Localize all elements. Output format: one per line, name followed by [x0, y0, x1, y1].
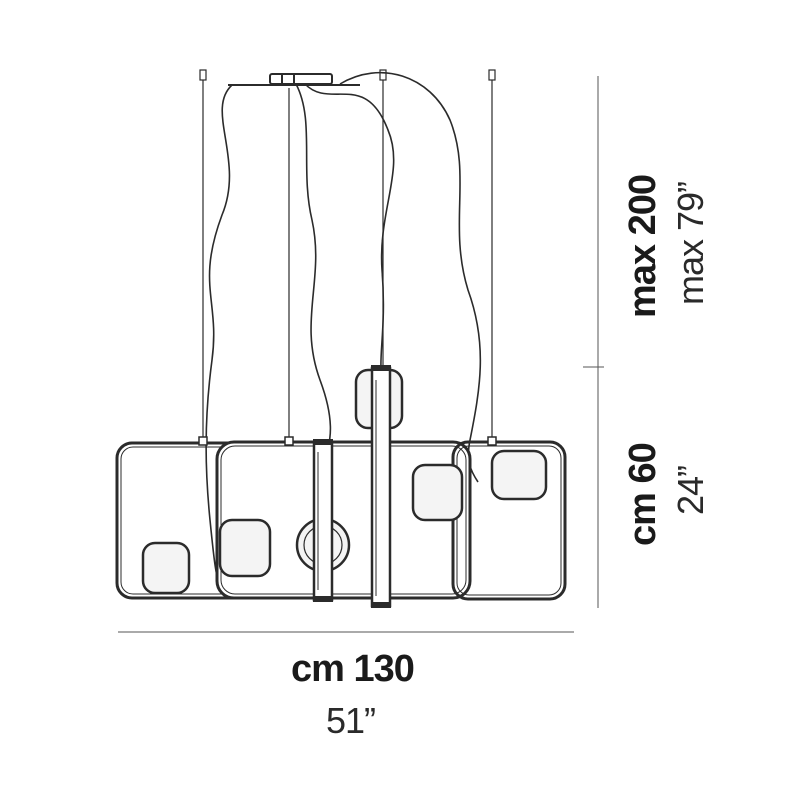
height-max-imperial-label: max 79”	[670, 181, 711, 305]
frame-center	[215, 440, 472, 600]
cable-clamps	[198, 436, 497, 446]
dimension-lines	[118, 76, 604, 633]
glass-diffuser-3	[411, 463, 464, 522]
height-body-metric-label: cm 60	[622, 443, 664, 546]
height-max-metric-label: max 200	[622, 174, 664, 318]
glass-diffuser-2	[218, 518, 272, 578]
vertical-bar-1	[312, 439, 334, 602]
glass-diffuser-4	[490, 449, 548, 501]
height-body-imperial-label: 24”	[670, 465, 711, 515]
glass-diffuser-1	[141, 541, 191, 595]
vertical-bar-2	[370, 365, 392, 608]
width-imperial-label: 51”	[326, 700, 376, 741]
suspension-cables	[199, 69, 496, 440]
width-metric-label: cm 130	[291, 648, 415, 690]
power-cables	[205, 71, 482, 593]
ceiling-canopy	[228, 73, 360, 86]
